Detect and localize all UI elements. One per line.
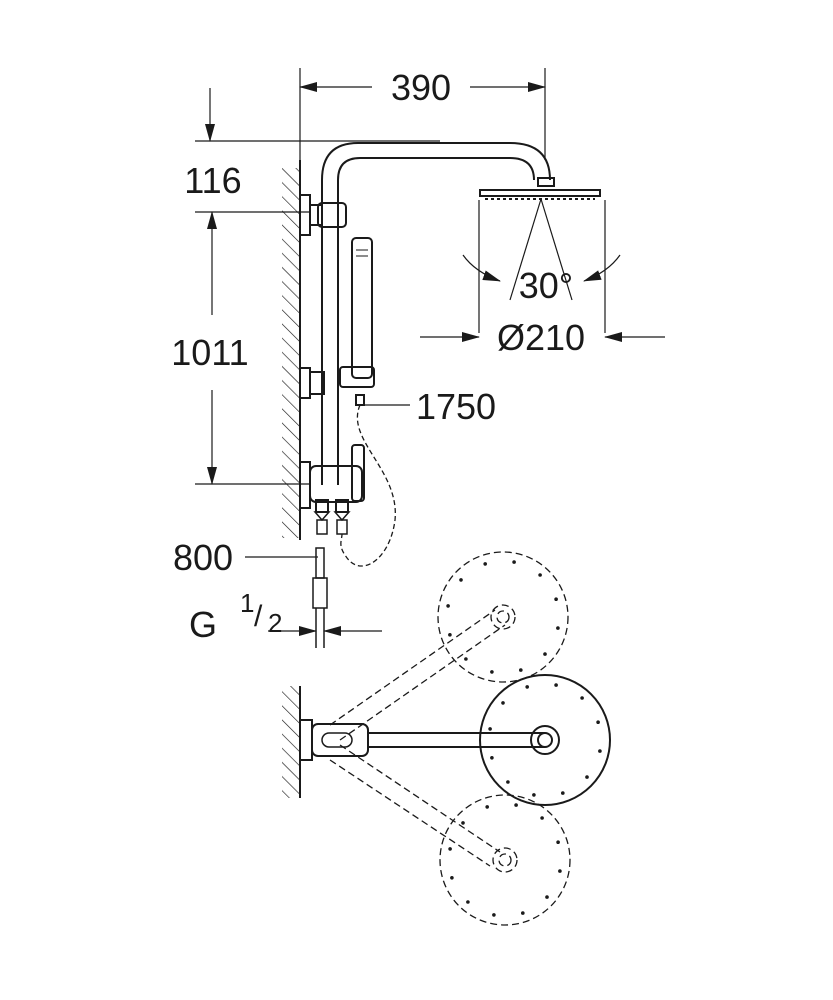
dimension-top-offset: 116	[184, 88, 440, 201]
nozzle-dot	[556, 840, 560, 844]
middle-rail-holder	[299, 367, 325, 399]
nozzle-dot	[461, 821, 465, 825]
nozzle-dot	[596, 720, 600, 724]
nozzle-dot	[483, 562, 488, 566]
thread-fraction-slash: /	[254, 600, 263, 633]
thread-fraction-denominator: 2	[268, 608, 282, 638]
nozzle-dot	[514, 803, 518, 807]
width-dimension-label: 390	[391, 67, 451, 108]
nozzle-dot	[506, 780, 510, 784]
nozzle-dot	[525, 685, 529, 689]
nozzle-dot	[554, 683, 558, 687]
top-view-wall	[282, 686, 301, 798]
nozzle-dot	[585, 775, 589, 779]
top-view-head-shower	[479, 674, 611, 806]
nozzle-dot	[485, 805, 490, 809]
nozzle-dot	[543, 652, 547, 656]
top-offset-dimension-label: 116	[184, 160, 241, 201]
nozzle-dot	[580, 696, 584, 700]
nozzle-dot	[501, 701, 505, 705]
nozzle-dot	[464, 657, 468, 661]
nozzle-dot	[598, 749, 602, 753]
nozzle-dot	[448, 633, 452, 637]
riser-pipe	[321, 142, 551, 485]
wall-hatching	[282, 160, 301, 540]
dimension-handshower-height: 1750	[364, 386, 496, 427]
nozzle-dot	[459, 578, 463, 582]
nozzle-dot	[450, 876, 454, 880]
thread-letter: G	[189, 604, 217, 645]
swing-arm-lower	[329, 744, 571, 926]
thread-label: G	[189, 604, 217, 645]
nozzle-dot	[466, 900, 470, 904]
nozzle-dot	[512, 560, 516, 564]
nozzle-dot	[540, 816, 544, 820]
nozzle-dot	[488, 727, 492, 731]
nozzle-dot	[519, 668, 523, 672]
nozzle-dot	[448, 847, 452, 851]
dimension-thread: G 1 / 2	[189, 588, 382, 645]
nozzle-dot	[490, 756, 494, 760]
spray-angle: 30°	[462, 198, 621, 333]
shower-hose	[340, 404, 396, 567]
hose-length-label: 800	[173, 537, 233, 578]
dimension-hose: 800	[173, 537, 328, 648]
angle-label: 30°	[519, 265, 573, 306]
upper-wall-bracket	[299, 194, 347, 236]
nozzle-dot	[545, 895, 549, 899]
nozzle-dot	[538, 573, 542, 577]
diverter-mixer	[299, 444, 365, 535]
nozzle-dot	[561, 791, 565, 795]
top-view-arm	[299, 719, 545, 761]
dimension-rail-length: 1011	[171, 211, 310, 485]
nozzle-dot	[521, 911, 525, 915]
rail-length-dimension-label: 1011	[171, 332, 248, 373]
thread-fraction-numerator: 1	[240, 588, 254, 618]
hand-shower	[339, 237, 375, 406]
diameter-label: Ø210	[497, 317, 585, 358]
dimension-diameter: Ø210	[420, 317, 665, 358]
dimension-width: 390	[299, 67, 546, 240]
handshower-height-label: 1750	[416, 386, 496, 427]
nozzle-dot	[490, 670, 494, 674]
nozzle-dot	[492, 913, 496, 917]
swing-arm-upper	[329, 551, 569, 741]
nozzle-dot	[446, 604, 450, 608]
nozzle-dot	[554, 597, 558, 601]
nozzle-dots	[446, 560, 602, 917]
nozzle-dot	[558, 869, 562, 873]
head-shower	[479, 177, 601, 200]
nozzle-dot	[556, 626, 560, 630]
nozzle-dot	[532, 793, 536, 797]
